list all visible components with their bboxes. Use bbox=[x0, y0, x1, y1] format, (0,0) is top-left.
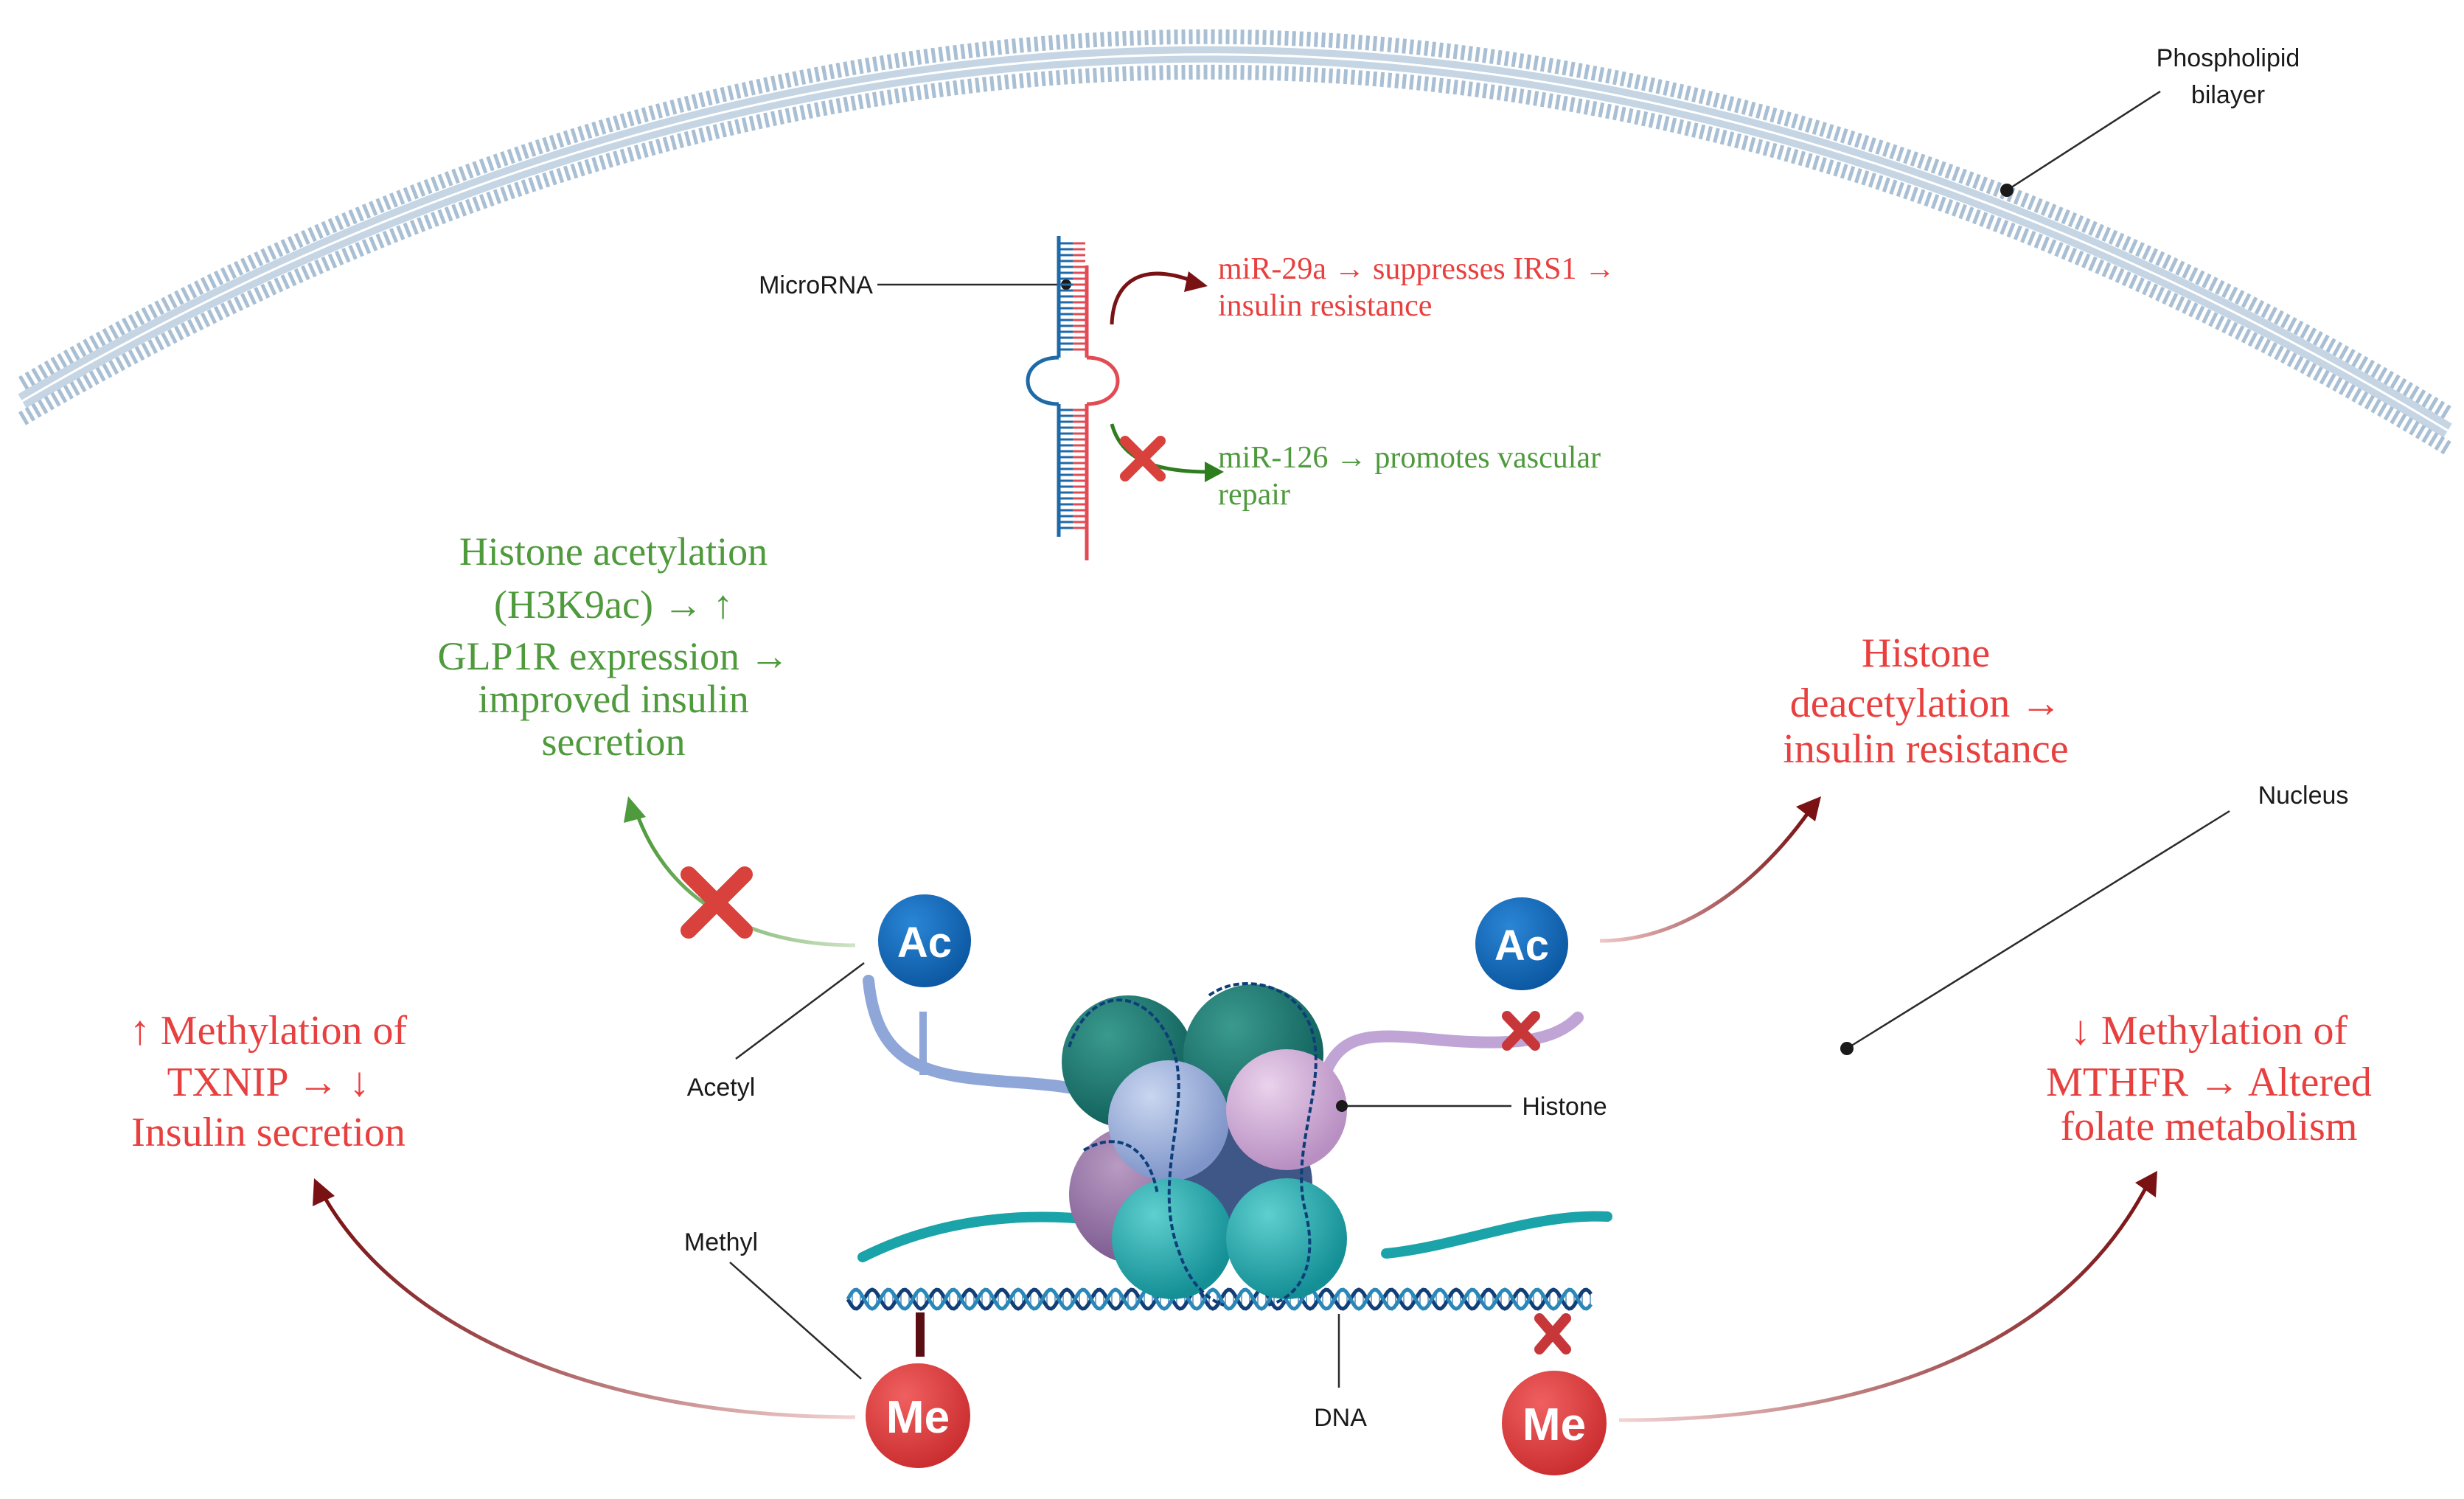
dna-wrap-strand bbox=[1082, 1140, 1159, 1195]
txnip-line-1: ↑ Methylation of bbox=[130, 1008, 408, 1054]
phospholipid-pointer-dot bbox=[2000, 184, 2014, 197]
methyl-block-x bbox=[1534, 1313, 1571, 1354]
txnip-line-3: Insulin secretion bbox=[131, 1110, 406, 1155]
methyl-badge-right-text: Me bbox=[1522, 1399, 1586, 1450]
deacetylation-effect-text: Histone deacetylation → insulin resistan… bbox=[1783, 630, 2068, 772]
leader-nucleus bbox=[1846, 810, 2230, 1050]
acetyl-badge-left-text: Ac bbox=[897, 919, 952, 967]
nucleus-pointer-dot bbox=[1840, 1042, 1854, 1055]
nucleosome bbox=[1062, 982, 1347, 1307]
acetylation-line-5: secretion bbox=[542, 720, 686, 764]
dna-helix bbox=[846, 1287, 1593, 1311]
methyl-badge-left-text: Me bbox=[886, 1392, 950, 1443]
mthfr-arrowhead bbox=[2135, 1171, 2157, 1197]
mthfr-line-3: folate metabolism bbox=[2061, 1104, 2358, 1150]
phospholipid-label-line1: Phospholipid bbox=[2157, 44, 2300, 72]
acetylation-arrowhead bbox=[624, 796, 646, 823]
methyl-badge-right: Me bbox=[1497, 1366, 1611, 1480]
txnip-arrowhead bbox=[313, 1178, 335, 1206]
leader-lines bbox=[729, 90, 2230, 1388]
txnip-effect-text: ↑ Methylation of TXNIP → ↓ Insulin secre… bbox=[130, 1008, 408, 1155]
deacetylation-line-2: deacetylation → bbox=[1790, 681, 2062, 726]
histone-pointer-dot bbox=[1336, 1100, 1348, 1112]
acetylation-line-1: Histone acetylation bbox=[459, 529, 768, 574]
leader-phospholipid bbox=[2006, 90, 2161, 192]
txnip-line-2: TXNIP → ↓ bbox=[167, 1060, 370, 1105]
histone-tail-right bbox=[1314, 1012, 1584, 1097]
acetylation-line-4: improved insulin bbox=[478, 677, 748, 721]
membrane-outer-leaflet bbox=[18, 29, 2452, 420]
acetylation-block-x bbox=[681, 866, 753, 939]
mir126-text-line2: repair bbox=[1218, 478, 1290, 512]
deacetylation-arrow bbox=[1599, 810, 1812, 943]
mir29a-text-line2: insulin resistance bbox=[1218, 289, 1432, 323]
mthfr-line-2: MTHFR → Altered bbox=[2046, 1060, 2372, 1105]
mir126-arrowhead bbox=[1205, 462, 1224, 482]
microrna-loop-left bbox=[1026, 355, 1059, 406]
dna-wrap bbox=[1068, 982, 1318, 1307]
histone-core-teal-left bbox=[1112, 1178, 1233, 1299]
mir29a-arrow bbox=[1110, 271, 1195, 325]
acetyl-block-x bbox=[1502, 1011, 1540, 1051]
mir126-text-line1: miR-126 → promotes vascular bbox=[1218, 441, 1601, 475]
microrna-loop-right bbox=[1086, 355, 1120, 406]
histone-core-pink bbox=[1226, 1049, 1347, 1170]
mthfr-line-1: ↓ Methylation of bbox=[2070, 1008, 2348, 1054]
methyl-label: Methyl bbox=[684, 1228, 758, 1256]
deacetylation-arrowhead bbox=[1796, 796, 1821, 821]
mir29a-arrowhead bbox=[1184, 271, 1208, 292]
dna-label: DNA bbox=[1314, 1404, 1367, 1432]
deacetylation-line-3: insulin resistance bbox=[1783, 726, 2068, 772]
dna-wrap-strand bbox=[1208, 982, 1318, 1307]
mir126-block-x bbox=[1120, 436, 1166, 481]
microrna-base-pairs bbox=[1060, 242, 1085, 529]
methyl-badge-left: Me bbox=[861, 1359, 975, 1472]
membrane-inner-leaflet bbox=[18, 64, 2452, 455]
histone-core-teal-right bbox=[1226, 1178, 1347, 1299]
mir29a-text-line1: miR-29a → suppresses IRS1 → bbox=[1218, 252, 1615, 286]
txnip-arrow bbox=[321, 1193, 856, 1419]
histone-tail-bottom-right bbox=[1381, 1211, 1612, 1259]
nucleus-label: Nucleus bbox=[2258, 782, 2349, 810]
leader-methyl bbox=[729, 1262, 862, 1380]
histone-core-blue bbox=[1108, 1060, 1229, 1181]
acetyl-label: Acetyl bbox=[687, 1074, 756, 1102]
phospholipid-label-line2: bilayer bbox=[2191, 81, 2265, 109]
acetyl-badge-left: Ac bbox=[874, 890, 975, 992]
acetyl-badge-right: Ac bbox=[1471, 893, 1573, 995]
acetyl-badge-right-text: Ac bbox=[1494, 922, 1549, 970]
leader-acetyl bbox=[735, 961, 865, 1060]
mthfr-effect-text: ↓ Methylation of MTHFR → Altered folate … bbox=[2046, 1008, 2372, 1150]
dna-wrap-strand bbox=[1068, 998, 1225, 1307]
acetylation-effect-text: Histone acetylation (H3K9ac) → ↑ GLP1R e… bbox=[438, 529, 790, 764]
membrane-midline bbox=[21, 53, 2449, 432]
deacetylation-line-1: Histone bbox=[1862, 630, 1990, 676]
microrna-label: MicroRNA bbox=[759, 271, 873, 299]
mthfr-arrow bbox=[1618, 1184, 2149, 1422]
histone-label: Histone bbox=[1522, 1093, 1607, 1121]
phospholipid-bilayer bbox=[18, 29, 2452, 455]
acetylation-line-3: GLP1R expression → bbox=[438, 634, 790, 678]
microrna-hairpin bbox=[1026, 236, 1120, 560]
acetylation-line-2: (H3K9ac) → ↑ bbox=[494, 582, 733, 627]
